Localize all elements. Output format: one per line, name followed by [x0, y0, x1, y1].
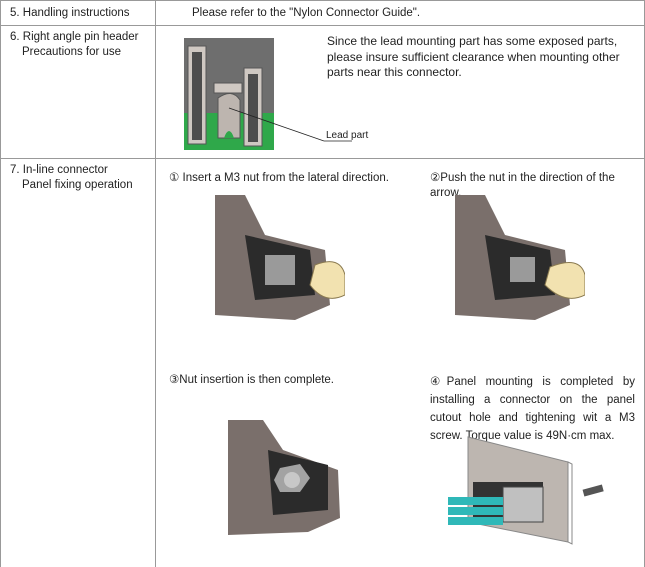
row-label-right-angle: 6. Right angle pin header Precautions fo…	[10, 30, 139, 60]
row-label-handling: 5. Handling instructions	[10, 7, 130, 19]
column-divider	[155, 0, 156, 567]
label-line: 7. In-line connector	[10, 164, 108, 176]
handling-text: Please refer to the "Nylon Connector Gui…	[192, 7, 421, 19]
nut-insert-illustration	[215, 195, 345, 320]
step-2-text: ②Push the nut in the direction of the ar…	[430, 172, 615, 199]
step-3-text: ③Nut insertion is then complete.	[169, 374, 334, 386]
label-line: 6. Right angle pin header	[10, 31, 139, 43]
row-label-inline: 7. In-line connector Panel fixing operat…	[10, 163, 133, 193]
table-border-left	[0, 0, 1, 567]
nut-push-illustration	[455, 195, 585, 320]
row-divider	[0, 25, 645, 26]
label-line: Panel fixing operation	[22, 179, 133, 191]
label-line: Precautions for use	[22, 46, 122, 58]
step-1-text: ① Insert a M3 nut from the lateral direc…	[169, 172, 389, 184]
table-border-top	[0, 0, 645, 1]
row-divider	[0, 158, 645, 159]
right-angle-precaution-text: Since the lead mounting part has some ex…	[327, 34, 620, 79]
panel-mount-illustration	[448, 436, 604, 545]
lead-part-callout: Lead part	[326, 130, 369, 141]
pin-header-illustration	[184, 38, 352, 150]
nut-complete-illustration	[228, 420, 340, 535]
